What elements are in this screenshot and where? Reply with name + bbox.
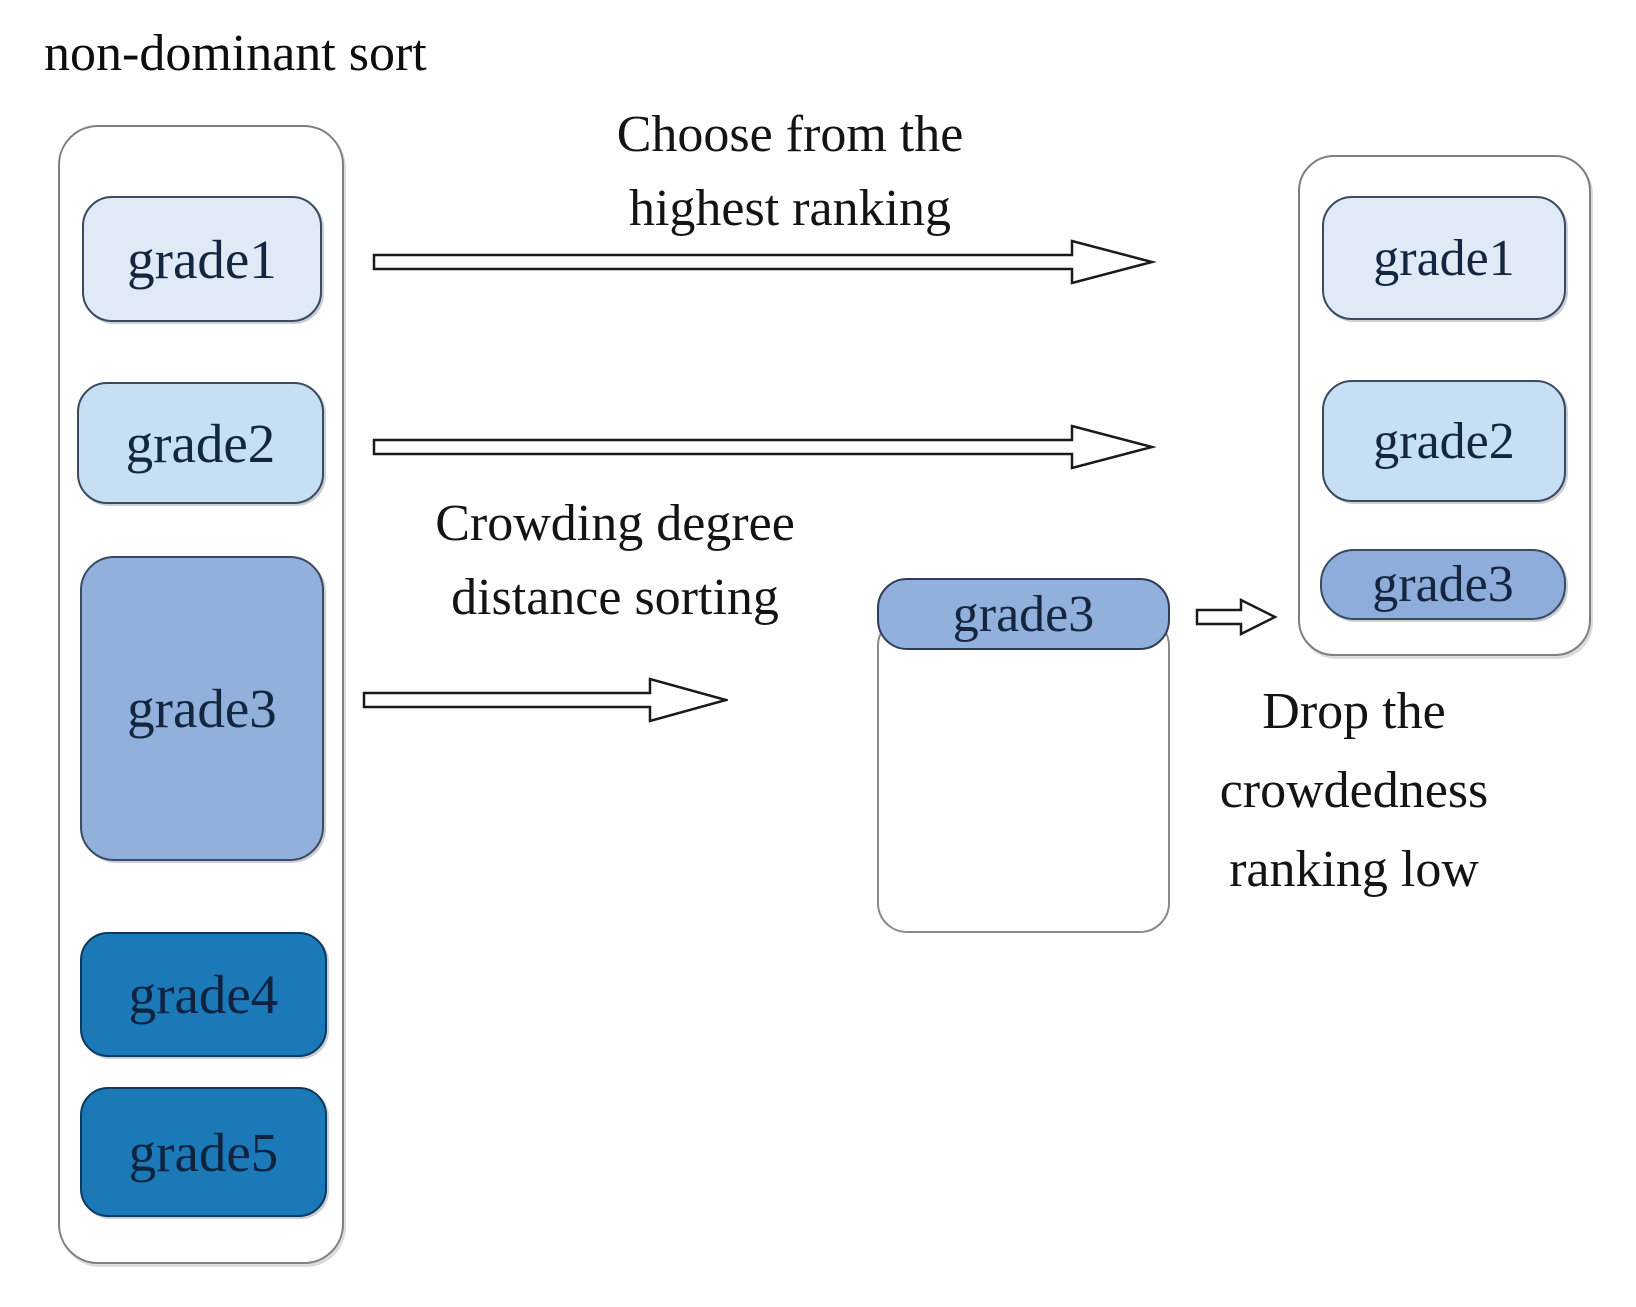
right-grade1-box: grade1: [1322, 196, 1566, 320]
drop-crowdedness-label: Drop the crowdedness ranking low: [1172, 672, 1536, 909]
arrow-right-icon: [372, 424, 1156, 470]
crowding-sort-box-header: grade3: [877, 578, 1170, 650]
right-grade3-box: grade3: [1320, 549, 1566, 620]
left-grade5-box: grade5: [80, 1087, 327, 1217]
choose-highest-ranking-line1: Choose from the: [616, 106, 964, 163]
left-grade2-box: grade2: [77, 382, 324, 504]
arrow-right-icon: [1195, 597, 1278, 637]
arrow-grade1-right: [372, 236, 1156, 288]
page-title: non-dominant sort: [44, 25, 427, 82]
crowding-sort-box-body: [877, 616, 1170, 933]
arrow-grade2-right: [372, 421, 1156, 473]
choose-highest-ranking-label: Choose from the highest ranking: [470, 98, 1110, 246]
drop-crowdedness-line1: Drop the: [1262, 683, 1446, 740]
right-grade2-box: grade2: [1322, 380, 1566, 502]
crowding-sort-box: grade3: [877, 578, 1170, 933]
crowding-distance-line1: Crowding degree: [435, 495, 795, 552]
drop-crowdedness-line3: ranking low: [1229, 841, 1479, 898]
left-grade4-box: grade4: [80, 932, 327, 1057]
drop-crowdedness-line2: crowdedness: [1219, 762, 1489, 819]
left-grade1-box: grade1: [82, 196, 322, 322]
arrow-crowding-right: [1195, 594, 1279, 640]
crowding-distance-label: Crowding degree distance sorting: [350, 487, 880, 635]
arrow-grade3-crowding: [362, 674, 728, 726]
crowding-distance-line2: distance sorting: [451, 569, 779, 626]
arrow-right-icon: [372, 239, 1156, 285]
left-grade3-box: grade3: [80, 556, 324, 861]
arrow-right-icon: [362, 677, 728, 723]
choose-highest-ranking-line2: highest ranking: [628, 180, 952, 237]
